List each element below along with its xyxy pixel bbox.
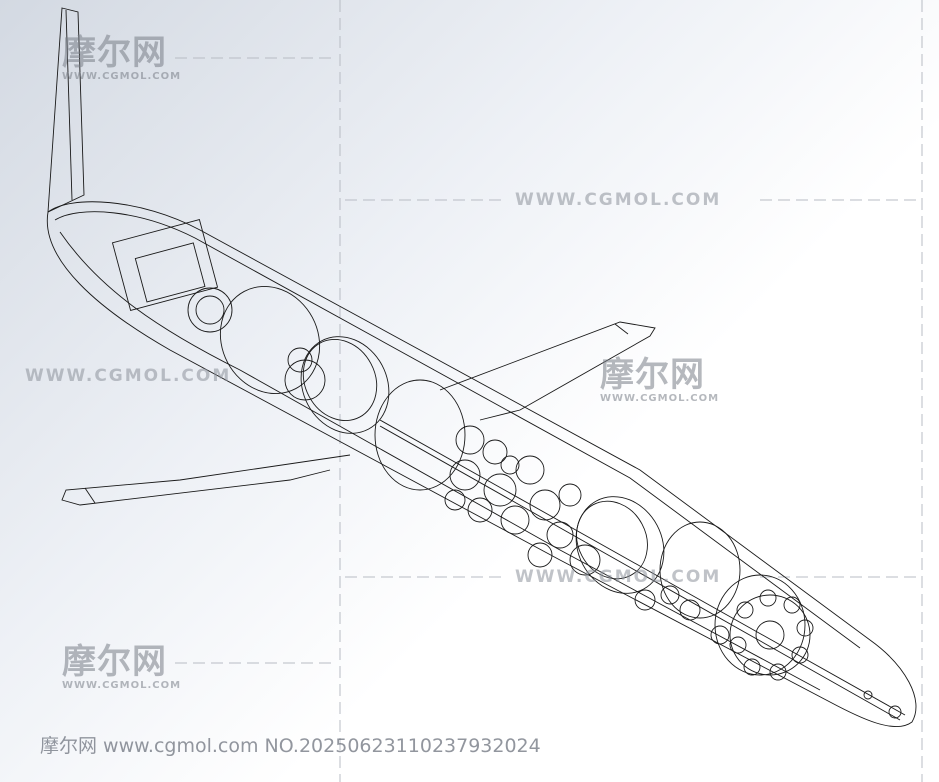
watermark-logo-2: 摩尔网 WWW.CGMOL.COM bbox=[600, 358, 719, 404]
aircraft-wireframe bbox=[46, 7, 917, 727]
watermark-logo-1: 摩尔网 WWW.CGMOL.COM bbox=[62, 36, 181, 82]
bulkhead-1 bbox=[219, 286, 321, 394]
footer-watermark: 摩尔网 www.cgmol.com NO.2025062311023793202… bbox=[40, 735, 541, 757]
vertical-fin bbox=[47, 7, 85, 213]
engine-cluster bbox=[444, 425, 601, 576]
right-wing bbox=[439, 321, 656, 421]
drive-shaft bbox=[379, 419, 906, 716]
watermark-logo-cn: 摩尔网 bbox=[600, 355, 705, 395]
rotary-pack bbox=[634, 585, 814, 681]
watermark-text-3: WWW.CGMOL.COM bbox=[515, 567, 722, 587]
fuselage-outline bbox=[46, 201, 917, 727]
watermark-logo-url: WWW.CGMOL.COM bbox=[62, 680, 182, 691]
bulkhead-3 bbox=[575, 496, 665, 594]
watermark-text-1: WWW.CGMOL.COM bbox=[515, 190, 722, 210]
watermark-text-2: WWW.CGMOL.COM bbox=[25, 366, 232, 386]
left-wing bbox=[61, 454, 351, 506]
watermark-logo-url: WWW.CGMOL.COM bbox=[600, 393, 720, 404]
watermark-logo-cn: 摩尔网 bbox=[62, 33, 167, 73]
bulkhead-2 bbox=[300, 336, 390, 434]
dashed-guides bbox=[175, 0, 923, 782]
watermark-logo-3: 摩尔网 WWW.CGMOL.COM bbox=[62, 645, 181, 691]
watermark-logo-cn: 摩尔网 bbox=[62, 642, 167, 682]
watermark-logo-url: WWW.CGMOL.COM bbox=[62, 71, 182, 82]
